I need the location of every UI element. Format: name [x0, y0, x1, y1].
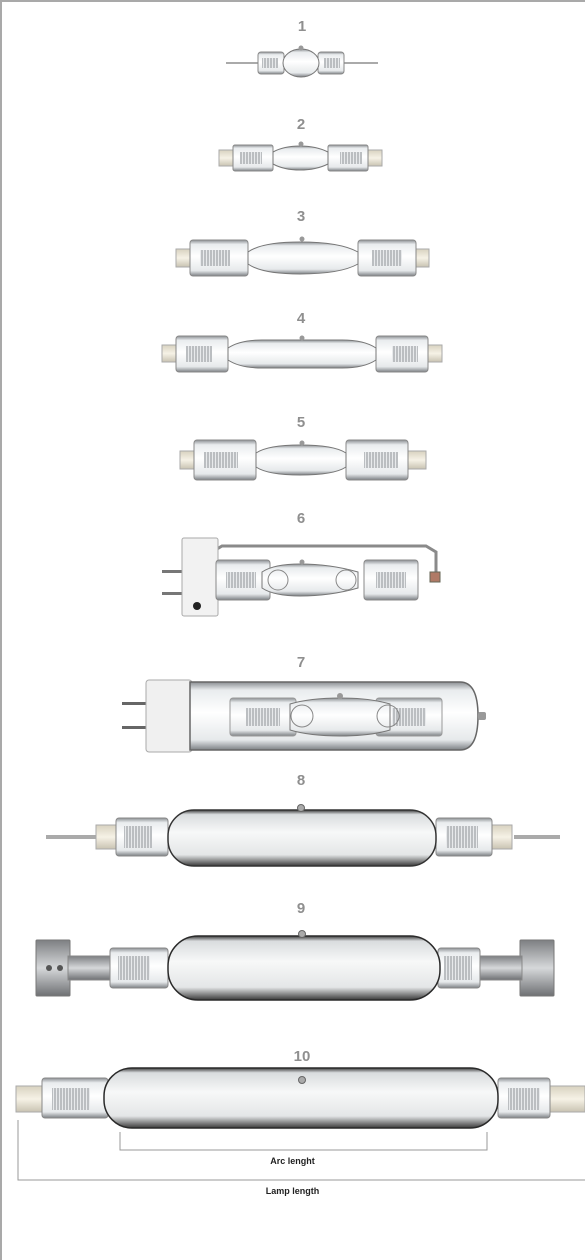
- lamp-number-4: 4: [296, 310, 306, 327]
- lamp-5: [179, 439, 427, 481]
- lamp-number-10: 10: [293, 1048, 311, 1065]
- lamp-10: [15, 1067, 585, 1129]
- lamp-8: [46, 804, 560, 867]
- arc-length-label: Arc lenght: [270, 1156, 315, 1166]
- lamp-number-3: 3: [296, 208, 306, 225]
- lamp-4: [161, 335, 443, 373]
- lamp-9: [35, 930, 555, 1001]
- lamp-number-1: 1: [297, 18, 307, 35]
- lamp-number-7: 7: [296, 654, 306, 671]
- lamp-length-dimension: [17, 1120, 585, 1181]
- lamp-number-6: 6: [296, 510, 306, 527]
- figure-panel: [8, 8, 585, 1260]
- arc-length-dimension: [119, 1132, 488, 1151]
- lamp-number-8: 8: [296, 772, 306, 789]
- lamp-6: [162, 537, 441, 617]
- lamp-length-label: Lamp length: [265, 1186, 320, 1196]
- lamp-number-9: 9: [296, 900, 306, 917]
- lamp-number-5: 5: [296, 414, 306, 431]
- lamp-1: [226, 45, 378, 78]
- lamp-number-2: 2: [296, 116, 306, 133]
- lamp-7: [122, 679, 486, 753]
- lamp-2: [218, 141, 383, 172]
- lamp-3: [175, 236, 430, 277]
